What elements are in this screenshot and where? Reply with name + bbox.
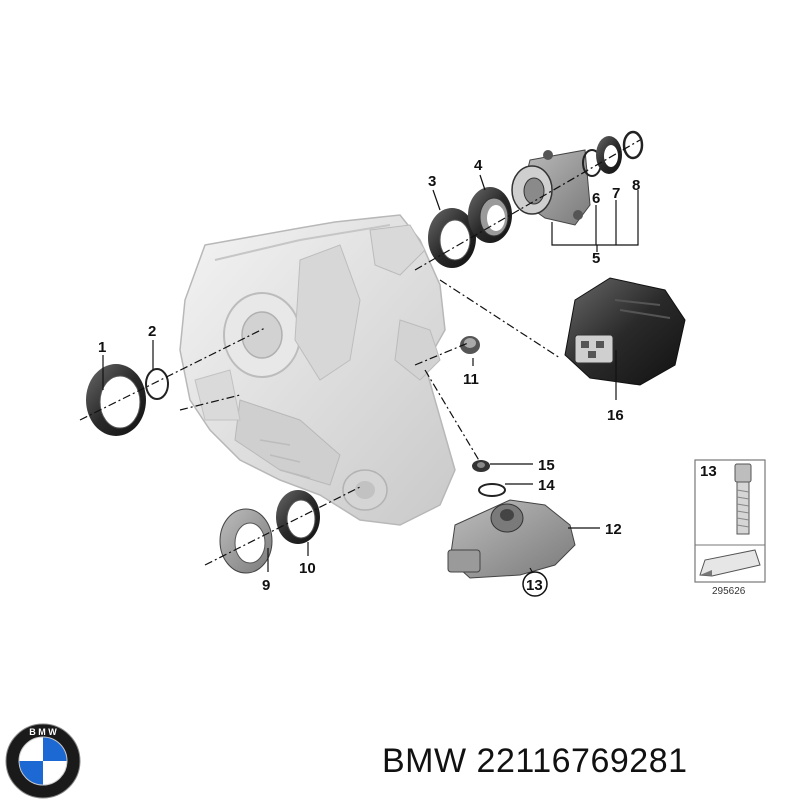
callout-11: 11 xyxy=(463,371,479,388)
shaft-seal-15[interactable] xyxy=(472,460,490,472)
callout-13-circled: 13 xyxy=(522,571,548,597)
callout-labels: 1 2 3 4 5 6 7 8 9 10 11 12 13 14 15 16 xyxy=(98,157,640,597)
bmw-logo: B M W xyxy=(5,723,81,799)
control-unit-16[interactable] xyxy=(564,277,686,386)
seal-10[interactable] xyxy=(276,490,320,544)
inset-label: 13 xyxy=(700,463,717,480)
callout-1: 1 xyxy=(98,339,106,356)
output-flange-5[interactable] xyxy=(511,149,591,226)
callout-7: 7 xyxy=(612,185,620,202)
seal-3[interactable] xyxy=(428,208,476,268)
bolt-icon xyxy=(734,463,752,535)
screw-plug-11[interactable] xyxy=(460,336,480,354)
seal-9[interactable] xyxy=(219,508,273,574)
logo-text: B M W xyxy=(29,727,57,737)
callout-14: 14 xyxy=(538,477,555,494)
callout-12: 12 xyxy=(605,521,622,538)
callout-2: 2 xyxy=(148,323,156,340)
o-ring-14[interactable] xyxy=(478,483,506,497)
callout-10: 10 xyxy=(299,560,316,577)
callout-6: 6 xyxy=(592,190,600,207)
circlip-8[interactable] xyxy=(622,130,644,160)
callout-16: 16 xyxy=(607,407,624,424)
bearing-4[interactable] xyxy=(468,187,512,243)
transfer-case-housing xyxy=(179,214,456,526)
part-number-caption: BMW 22116769281 xyxy=(382,742,688,780)
callout-9: 9 xyxy=(262,577,270,594)
leader-lines xyxy=(79,139,641,576)
callout-3: 3 xyxy=(428,173,436,190)
callout-4: 4 xyxy=(474,157,483,174)
callout-15: 15 xyxy=(538,457,555,474)
seal-1[interactable] xyxy=(86,364,146,436)
inset-bolt-13: 13 295626 xyxy=(694,459,766,597)
callout-13: 13 xyxy=(526,577,543,594)
o-ring-2[interactable] xyxy=(145,368,169,400)
inset-ref-number: 295626 xyxy=(712,586,746,597)
callout-5: 5 xyxy=(592,250,600,267)
arrow-icon xyxy=(699,549,761,577)
actuator-motor-12[interactable] xyxy=(447,499,576,579)
seal-7[interactable] xyxy=(596,136,622,174)
callout-8: 8 xyxy=(632,177,640,194)
